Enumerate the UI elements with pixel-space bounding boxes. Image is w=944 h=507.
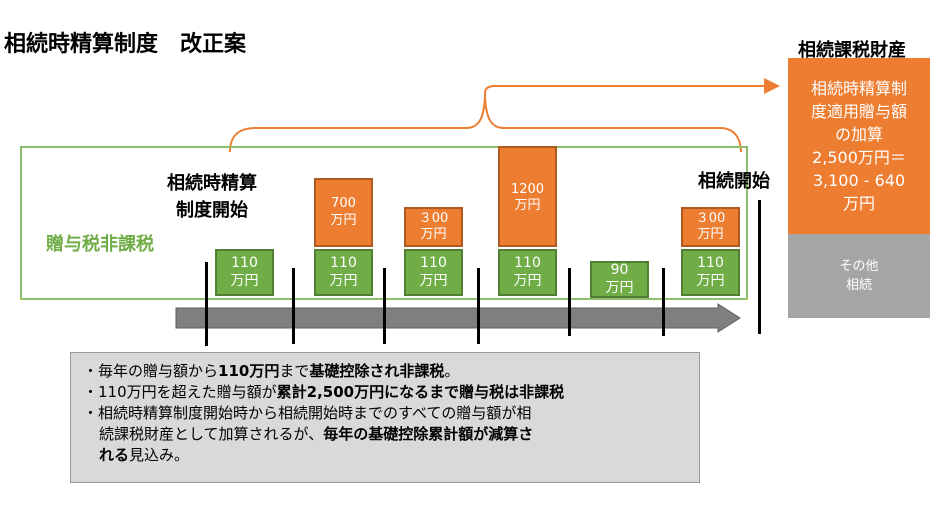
basic-deduction-amount: 90 bbox=[610, 262, 629, 278]
basic-deduction-amount: 110 bbox=[231, 255, 258, 271]
note-line: 続課税財産として加算されるが、毎年の基礎控除累計額が減算さ bbox=[99, 425, 534, 443]
gift-addition-line: 相続時精算制 bbox=[810, 79, 907, 98]
inheritance-start-marker bbox=[758, 200, 761, 334]
gift-addition-line: 万円 bbox=[842, 194, 875, 213]
excess-gift-box: ３00 万円 bbox=[681, 207, 740, 247]
scheme-start-marker bbox=[205, 262, 208, 346]
notes-box: ・毎年の贈与額から110万円まで基礎控除され非課税。 ・110万円を超えた贈与額… bbox=[70, 352, 700, 483]
excess-gift-unit: 万円 bbox=[514, 198, 541, 214]
basic-deduction-amount: 110 bbox=[514, 255, 541, 271]
note-line: ・110万円を超えた贈与額が累計2,500万円になるまで贈与税は非課税 bbox=[83, 383, 565, 401]
basic-deduction-amount: 110 bbox=[420, 255, 447, 271]
gift-addition-box: 相続時精算制 度適用贈与額 の加算 2,500万円＝ 3,100 - 640 万… bbox=[788, 58, 930, 234]
gift-addition-line: の加算 bbox=[834, 125, 883, 144]
basic-deduction-box: 110 万円 bbox=[404, 249, 463, 296]
basic-deduction-box: 110 万円 bbox=[215, 249, 274, 296]
gift-addition-line: 度適用贈与額 bbox=[810, 102, 907, 121]
scheme-start-line: 制度開始 bbox=[176, 200, 248, 221]
year-divider bbox=[662, 268, 665, 336]
basic-deduction-box: 110 万円 bbox=[681, 249, 740, 296]
basic-deduction-unit: 万円 bbox=[419, 272, 448, 289]
excess-gift-box: 700 万円 bbox=[314, 178, 373, 247]
note-line: ・相続時精算制度開始時から相続開始時までのすべての贈与額が相 bbox=[83, 404, 532, 422]
timeline-arrow bbox=[175, 303, 741, 333]
other-inheritance-line: 相続 bbox=[845, 278, 872, 293]
addition-arrow bbox=[484, 78, 780, 100]
gift-tax-exempt-label: 贈与税非課税 bbox=[46, 234, 154, 255]
excess-gift-amount: ３00 bbox=[695, 210, 726, 226]
excess-gift-unit: 万円 bbox=[420, 227, 447, 242]
basic-deduction-box: 110 万円 bbox=[314, 249, 373, 296]
note-line: ・毎年の贈与額から110万円まで基礎控除され非課税。 bbox=[83, 362, 460, 380]
excess-gift-box: ３00 万円 bbox=[404, 207, 463, 247]
period-brace bbox=[229, 95, 742, 153]
inheritance-start-label: 相続開始 bbox=[698, 171, 770, 192]
year-divider bbox=[568, 268, 571, 336]
scheme-start-label: 相続時精算 制度開始 bbox=[146, 170, 278, 224]
basic-deduction-amount: 110 bbox=[697, 255, 724, 271]
basic-deduction-amount: 110 bbox=[330, 255, 357, 271]
year-divider bbox=[477, 268, 480, 344]
basic-deduction-box: 90 万円 bbox=[590, 261, 649, 298]
excess-gift-amount: 700 bbox=[331, 196, 356, 212]
basic-deduction-unit: 万円 bbox=[605, 279, 634, 296]
scheme-start-line: 相続時精算 bbox=[167, 173, 257, 194]
basic-deduction-unit: 万円 bbox=[329, 272, 358, 289]
other-inheritance-line: その他 bbox=[839, 259, 879, 274]
basic-deduction-unit: 万円 bbox=[696, 272, 725, 289]
year-divider bbox=[292, 268, 295, 344]
gift-addition-line: 3,100 - 640 bbox=[812, 171, 906, 190]
basic-deduction-unit: 万円 bbox=[230, 272, 259, 289]
other-inheritance-box: その他 相続 bbox=[788, 234, 930, 318]
basic-deduction-unit: 万円 bbox=[513, 272, 542, 289]
basic-deduction-box: 110 万円 bbox=[498, 249, 557, 296]
excess-gift-box: 1200 万円 bbox=[498, 146, 557, 247]
page-title: 相続時精算制度 改正案 bbox=[4, 32, 247, 57]
excess-gift-unit: 万円 bbox=[697, 227, 724, 242]
excess-gift-amount: ３00 bbox=[418, 210, 449, 226]
year-divider bbox=[383, 268, 386, 344]
excess-gift-unit: 万円 bbox=[330, 212, 357, 228]
excess-gift-amount: 1200 bbox=[510, 182, 545, 197]
inheritance-property-title: 相続課税財産 bbox=[798, 40, 906, 61]
gift-addition-line: 2,500万円＝ bbox=[812, 148, 906, 167]
note-line: れる見込み。 bbox=[99, 446, 190, 464]
